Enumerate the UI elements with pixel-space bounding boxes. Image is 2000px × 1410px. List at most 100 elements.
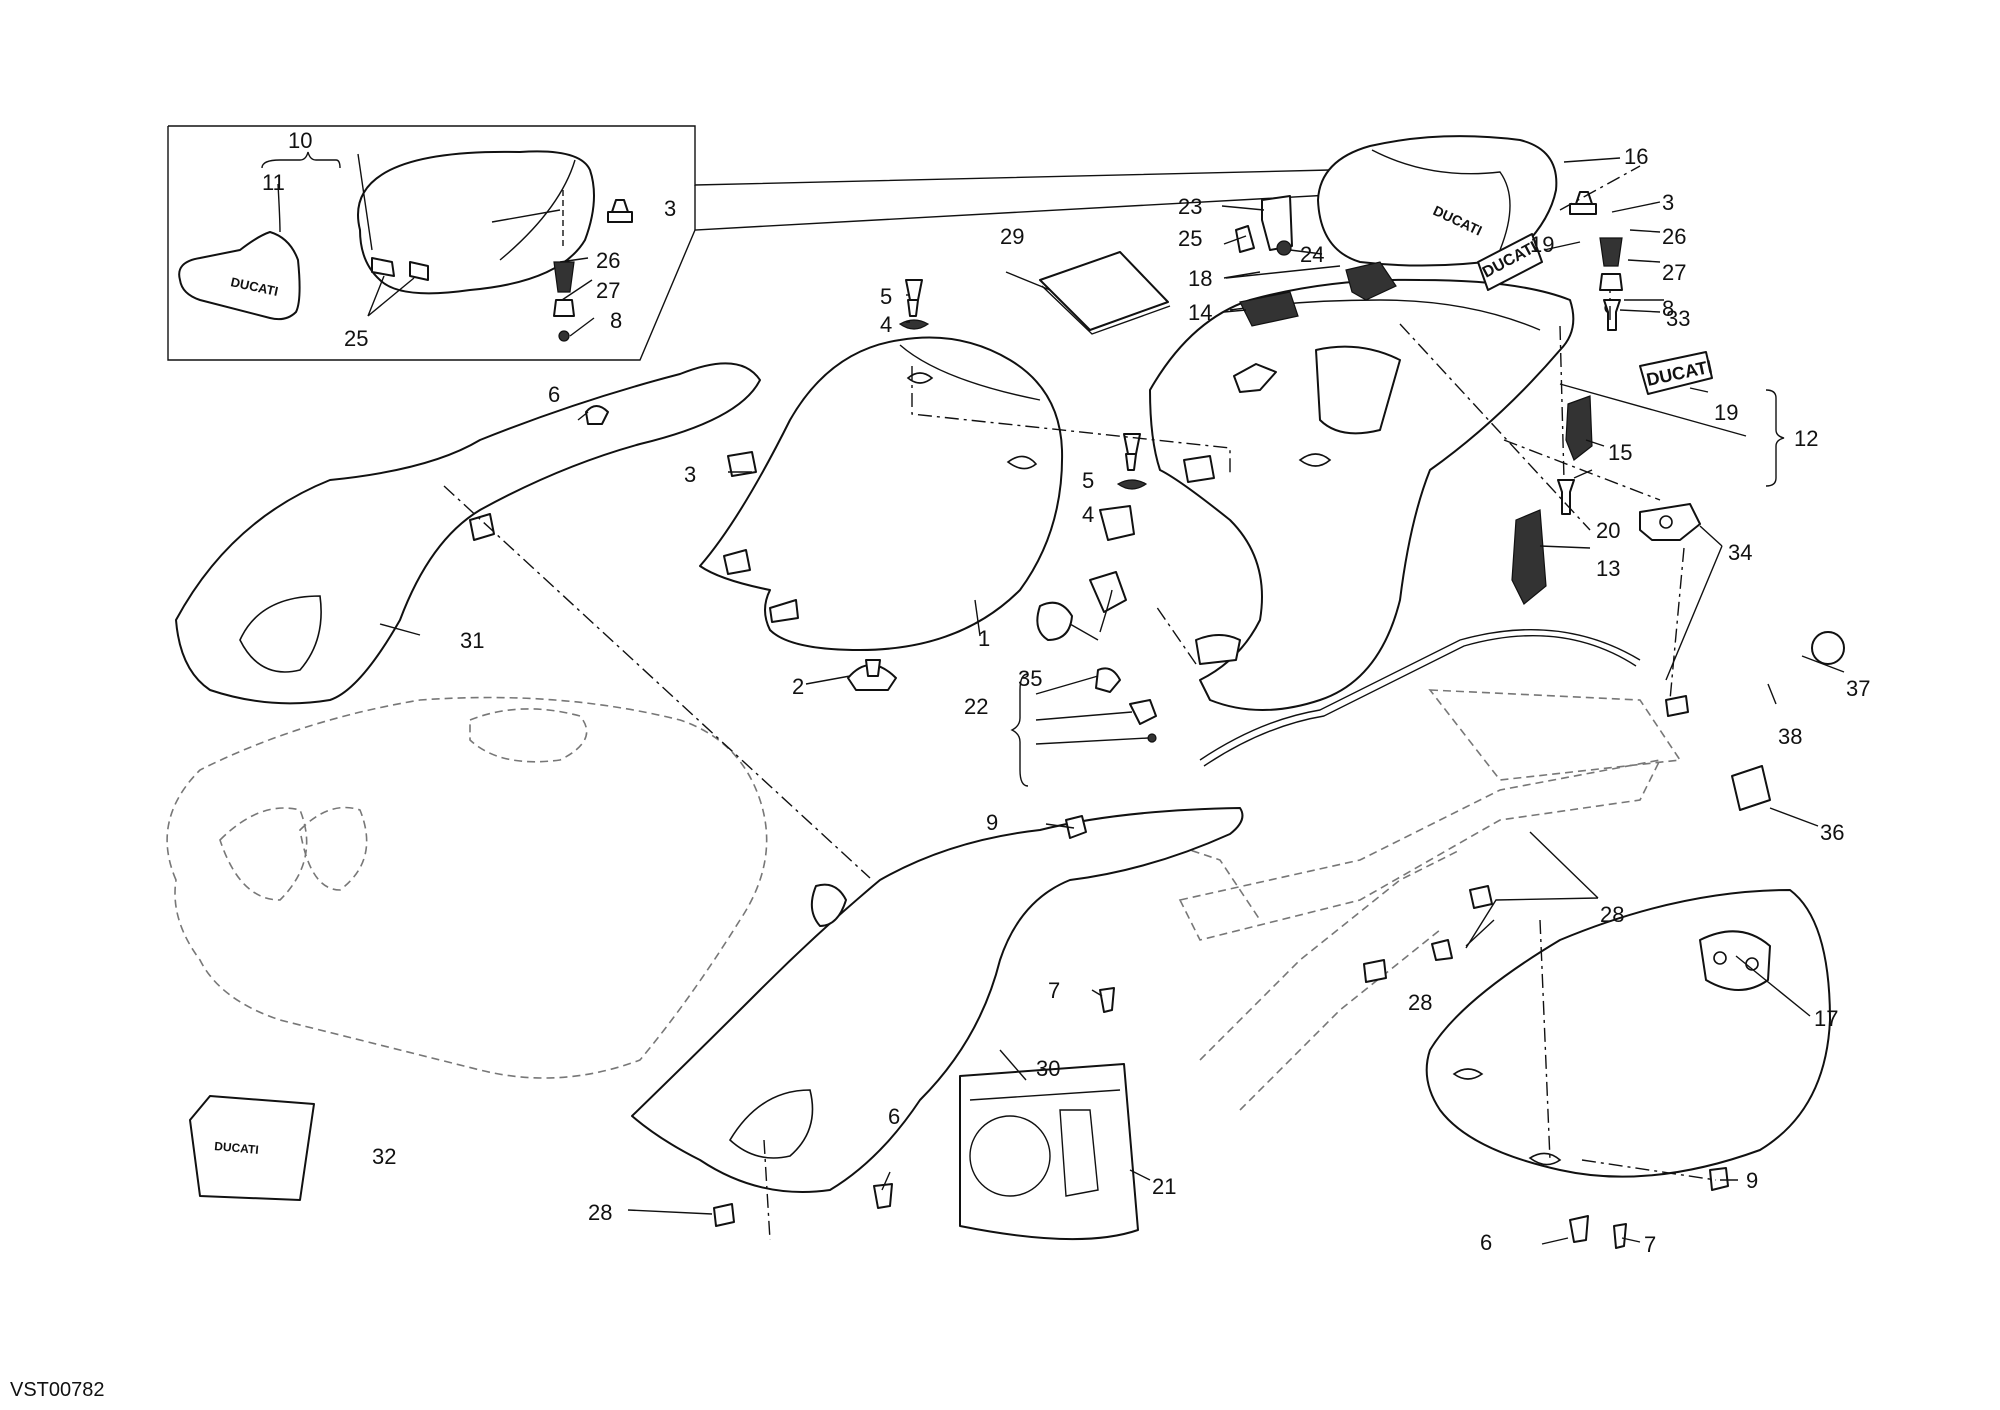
screw-33-icon <box>1603 299 1621 331</box>
callout-6-lower: 6 <box>888 1104 900 1129</box>
callout-24: 24 <box>1300 242 1324 267</box>
callout-8-right: 8 <box>1662 296 1674 321</box>
release-cable <box>1199 628 1641 761</box>
callout-19-side: 19 <box>1714 400 1738 425</box>
pad-36 <box>1731 765 1771 811</box>
callout-23: 23 <box>1178 194 1202 219</box>
callout-33: 33 <box>1666 306 1690 331</box>
under-tail-panel <box>1425 889 1831 1178</box>
grille-14 <box>1239 291 1299 327</box>
callout-28-right: 28 <box>1600 902 1624 927</box>
callout-27-right: 27 <box>1662 260 1686 285</box>
lock-nut <box>1095 667 1121 693</box>
seat-cover-cowl <box>357 150 595 295</box>
left-side-panel <box>175 362 761 705</box>
seat-pin-icon <box>847 664 897 691</box>
callout-13: 13 <box>1596 556 1620 581</box>
callout-26-inset: 26 <box>596 248 620 273</box>
screw-6-belly-icon <box>1569 1215 1589 1243</box>
screw-9-belly-icon <box>1709 1167 1729 1191</box>
callout-18: 18 <box>1188 266 1212 291</box>
rubber-pad-icon <box>727 451 757 477</box>
fuel-tank-ghost <box>166 696 768 1079</box>
callout-labels: 10 11 3 26 27 8 25 16 3 23 25 24 19 26 2… <box>262 128 1870 1257</box>
rubber-stop-right-icon <box>1569 203 1597 215</box>
lock-cam <box>1129 699 1157 725</box>
callout-29: 29 <box>1000 224 1024 249</box>
callout-3-right: 3 <box>1662 190 1674 215</box>
o-ring-icon <box>1811 631 1845 665</box>
callout-15: 15 <box>1608 440 1632 465</box>
grille-13 <box>1511 509 1547 605</box>
callout-21: 21 <box>1152 1174 1176 1199</box>
clip-38 <box>1665 695 1689 717</box>
callout-7: 7 <box>1048 978 1060 1003</box>
screw-7-icon <box>1099 987 1115 1013</box>
callout-6-belly: 6 <box>1480 1230 1492 1255</box>
callout-22: 22 <box>964 694 988 719</box>
callout-2: 2 <box>792 674 804 699</box>
callout-25-right: 25 <box>1178 226 1202 251</box>
callout-17: 17 <box>1814 1006 1838 1031</box>
lock-cylinder <box>1036 601 1073 641</box>
nut-icon <box>1276 240 1292 256</box>
clip-28-icon <box>1469 885 1493 909</box>
callout-37: 37 <box>1846 676 1870 701</box>
callout-31: 31 <box>460 628 484 653</box>
callout-30: 30 <box>1036 1056 1060 1081</box>
callout-9: 9 <box>986 810 998 835</box>
callout-5-seat: 5 <box>880 284 892 309</box>
callout-38: 38 <box>1778 724 1802 749</box>
kit-bag-logo: DUCATI <box>214 1139 259 1157</box>
storage-bag <box>959 1063 1139 1241</box>
figure-code: VST00782 <box>10 1379 105 1401</box>
callout-7-belly: 7 <box>1644 1232 1656 1257</box>
callout-6-left: 6 <box>548 382 560 407</box>
bolt-icon <box>905 279 923 317</box>
callout-10: 10 <box>288 128 312 153</box>
solo-seat-pad: DUCATI <box>178 231 301 321</box>
lock-bracket <box>1089 571 1127 613</box>
callout-4-seat: 4 <box>880 312 892 337</box>
rubber-stop-icon <box>607 211 633 223</box>
spring-icon <box>553 261 575 293</box>
bolt-right-icon <box>1123 433 1141 471</box>
callout-12: 12 <box>1794 426 1818 451</box>
solo-seat-inset: DUCATI <box>167 125 1331 361</box>
callout-11: 11 <box>262 170 285 195</box>
callout-9-belly: 9 <box>1746 1168 1758 1193</box>
decal-side <box>1639 351 1713 395</box>
spring-right-icon <box>1599 237 1623 267</box>
callout-20: 20 <box>1596 518 1620 543</box>
callout-19-top: 19 <box>1530 232 1554 257</box>
callout-1: 1 <box>978 626 990 651</box>
grille-18 <box>1345 261 1397 301</box>
callout-35: 35 <box>1018 666 1042 691</box>
kit-bag <box>189 1095 315 1201</box>
passenger-seat: DUCATI <box>1317 135 1558 267</box>
screw-6-icon <box>585 405 609 425</box>
callout-16: 16 <box>1624 144 1648 169</box>
callout-3-inset: 3 <box>664 196 676 221</box>
leader-lines <box>277 153 1845 1245</box>
screw-20-icon <box>1557 479 1575 515</box>
callout-36: 36 <box>1820 820 1844 845</box>
washer-icon <box>898 319 930 330</box>
assembly-line <box>443 485 871 879</box>
screw-9-icon <box>1065 815 1087 839</box>
callout-28-lower: 28 <box>588 1200 612 1225</box>
screw-6-lower-icon <box>873 1183 893 1209</box>
tail-cowl <box>1099 278 1575 711</box>
clip-28-lower-icon <box>713 1203 735 1227</box>
right-side-panel <box>631 807 1244 1193</box>
callout-14: 14 <box>1188 300 1212 325</box>
document-tag <box>1039 251 1169 331</box>
callout-34: 34 <box>1728 540 1752 565</box>
grille-15 <box>1565 395 1593 461</box>
callout-27-inset: 27 <box>596 278 620 303</box>
callout-5-tail: 5 <box>1082 468 1094 493</box>
callout-4-tail: 4 <box>1082 502 1094 527</box>
callout-26-right: 26 <box>1662 224 1686 249</box>
rider-seat <box>699 336 1064 651</box>
